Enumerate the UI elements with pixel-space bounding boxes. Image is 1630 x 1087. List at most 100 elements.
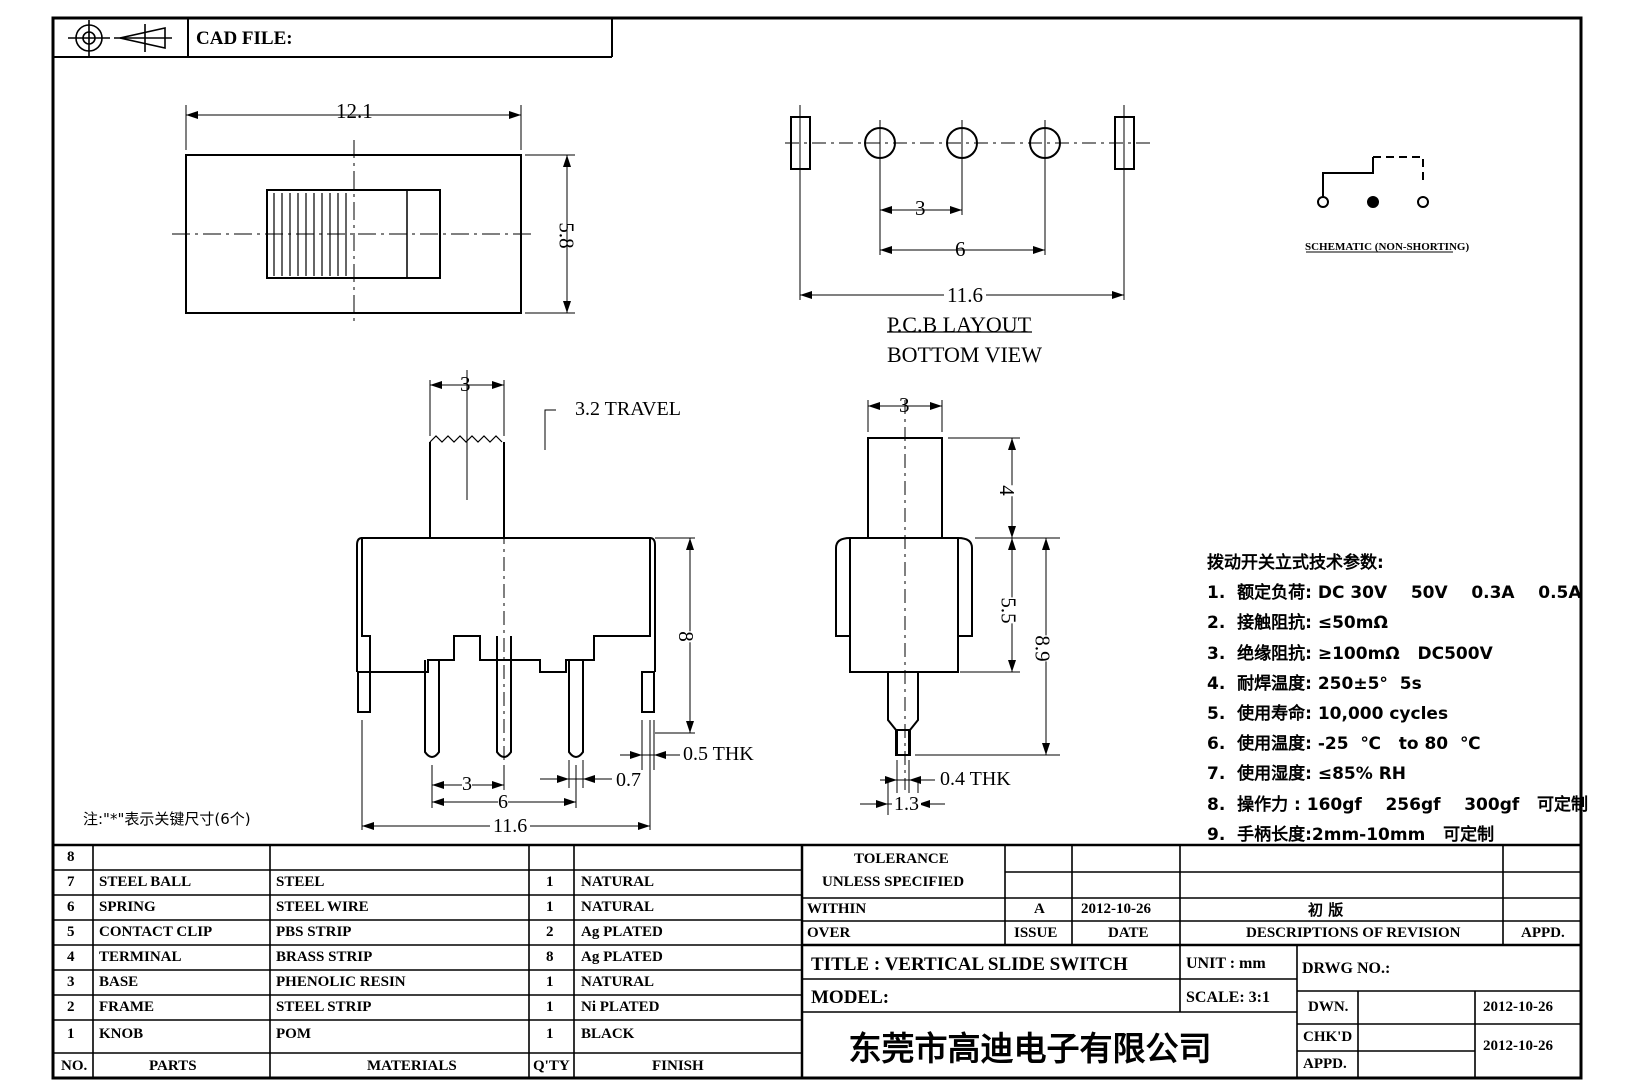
bom-no: 1 [67, 1026, 75, 1042]
bom-finish: Ag PLATED [581, 949, 663, 965]
pcb-layout [785, 105, 1150, 333]
spec-item: 4. 耐焊温度: 250±5° 5s [1207, 673, 1422, 694]
side-dim-1-3: 1.3 [892, 793, 921, 816]
front-dim-pitch2: 6 [498, 791, 508, 814]
bom-no: 8 [67, 849, 75, 865]
bom-material: BRASS STRIP [276, 949, 373, 965]
pcb-dim-pitch2: 6 [955, 237, 966, 261]
bom-finish: BLACK [581, 1026, 635, 1042]
bom-material: PHENOLIC RESIN [276, 974, 406, 990]
scale-label: SCALE: 3:1 [1186, 989, 1271, 1006]
drawing-number-label: DRWG NO.: [1302, 960, 1391, 977]
bom-header-qty: Q'TY [533, 1058, 570, 1074]
checked-label: CHK'D [1303, 1029, 1353, 1045]
bom-finish: Ni PLATED [581, 999, 660, 1015]
bom-qty: 8 [546, 949, 554, 965]
pcb-dim-pitch: 3 [915, 196, 926, 220]
spec-title: 拨动开关立式技术参数: [1207, 553, 1384, 573]
unless-specified-label: UNLESS SPECIFIED [822, 874, 965, 890]
pcb-dim-total: 11.6 [944, 283, 986, 308]
appd-header-label: APPD. [1521, 925, 1565, 941]
spec-item: 6. 使用温度: -25 ℃ to 80 ℃ [1207, 734, 1481, 755]
bom-header-finish: FINISH [652, 1058, 704, 1074]
spec-item: 1. 额定负荷: DC 30V 50V 0.3A 0.5A [1207, 583, 1582, 604]
side-dim-5-5: 5.5 [995, 597, 1021, 624]
bom-part: BASE [99, 974, 139, 990]
bom-header-no: NO. [61, 1058, 88, 1074]
bom-qty: 1 [546, 999, 554, 1015]
bom-finish: NATURAL [581, 974, 655, 990]
schematic-label: SCHEMATIC (NON-SHORTING) [1305, 241, 1470, 253]
dim-width: 12.1 [336, 99, 373, 123]
spec-item: 3. 绝缘阻抗: ≥100mΩ DC500V [1207, 643, 1493, 664]
issue-label: ISSUE [1014, 925, 1058, 941]
side-dim-knob: 3 [899, 393, 910, 417]
front-dim-total: 11.6 [490, 815, 531, 838]
drawn-date: 2012-10-26 [1483, 999, 1553, 1015]
front-dim-07: 0.7 [616, 769, 641, 791]
bom-no: 2 [67, 999, 75, 1015]
bom-material: STEEL WIRE [276, 899, 369, 915]
bom-material: POM [276, 1026, 311, 1042]
bom-part: TERMINAL [99, 949, 182, 965]
issue-value: A [1034, 901, 1045, 917]
revision-description: 初 版 [1308, 901, 1344, 919]
descriptions-label: DESCRIPTIONS OF REVISION [1246, 925, 1461, 941]
front-dim-pitch: 3 [462, 773, 472, 796]
top-view [172, 105, 575, 325]
bom-finish: NATURAL [581, 874, 655, 890]
bom-no: 6 [67, 899, 75, 915]
side-dim-thk: 0.4 THK [940, 768, 1011, 790]
bom-material: STEEL STRIP [276, 999, 372, 1015]
bom-table [53, 843, 1581, 1078]
projection-symbol-icon [68, 20, 172, 56]
spec-list: 拨动开关立式技术参数: 1. 额定负荷: DC 30V 50V 0.3A 0.5… [1207, 548, 1588, 850]
tolerance-label: TOLERANCE [854, 851, 949, 867]
bom-part: FRAME [99, 999, 154, 1015]
model-label: MODEL: [811, 987, 890, 1008]
bom-no: 5 [67, 924, 75, 940]
bom-header-materials: MATERIALS [367, 1058, 457, 1074]
within-label: WITHIN [807, 901, 867, 917]
spec-item: 5. 使用寿命: 10,000 cycles [1207, 704, 1449, 725]
front-dim-thk: 0.5 THK [683, 743, 754, 765]
approved-label: APPD. [1303, 1056, 1347, 1072]
key-dimension-note: 注:"*"表示关键尺寸(6个) [83, 810, 251, 828]
bom-material: PBS STRIP [276, 924, 352, 940]
bom-part: CONTACT CLIP [99, 924, 213, 940]
bom-no: 7 [67, 874, 75, 890]
over-label: OVER [807, 925, 851, 941]
bom-qty: 1 [546, 899, 554, 915]
pcb-layout-subtitle: BOTTOM VIEW [887, 342, 1043, 367]
side-view [835, 400, 1060, 815]
schematic-diagram [1306, 156, 1453, 253]
checked-date: 2012-10-26 [1483, 1038, 1553, 1054]
cad-file-label: CAD FILE: [196, 28, 293, 49]
bom-finish: NATURAL [581, 899, 655, 915]
bom-qty: 1 [546, 1026, 554, 1042]
date-label: DATE [1108, 925, 1149, 941]
dim-height: 5.8 [554, 222, 579, 249]
side-dim-4: 4 [993, 485, 1019, 496]
company-name: 东莞市高迪电子有限公司 [848, 1029, 1212, 1068]
spec-item: 7. 使用湿度: ≤85% RH [1207, 764, 1407, 785]
travel-label: 3.2 TRAVEL [575, 398, 681, 420]
pcb-layout-title: P.C.B LAYOUT [887, 312, 1032, 337]
front-dim-knob: 3 [460, 372, 471, 396]
bom-qty: 1 [546, 874, 554, 890]
bom-material: STEEL [276, 874, 325, 890]
bom-part: STEEL BALL [99, 874, 192, 890]
front-dim-height: 8 [672, 631, 698, 642]
unit-label: UNIT : mm [1186, 955, 1266, 972]
drawn-label: DWN. [1308, 999, 1349, 1015]
bom-finish: Ag PLATED [581, 924, 663, 940]
bom-part: SPRING [99, 899, 156, 915]
spec-item: 9. 手柄长度:2mm-10mm 可定制 [1207, 824, 1495, 845]
drawing-title: TITLE : VERTICAL SLIDE SWITCH [811, 954, 1128, 975]
bom-no: 3 [67, 974, 75, 990]
bom-no: 4 [67, 949, 75, 965]
front-view [356, 370, 695, 830]
bom-qty: 2 [546, 924, 554, 940]
bom-part: KNOB [99, 1026, 144, 1042]
